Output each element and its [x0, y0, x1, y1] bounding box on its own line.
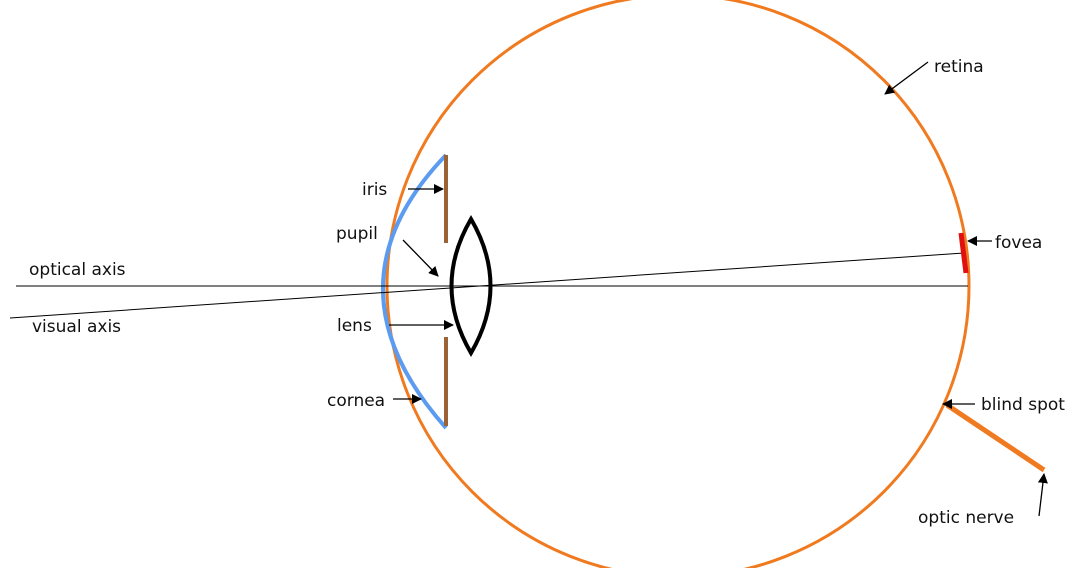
- fovea-label: fovea: [995, 233, 1042, 253]
- visual-axis-label: visual axis: [32, 317, 121, 337]
- optic-nerve: [945, 402, 1046, 473]
- pupil-pointer: [402, 239, 439, 277]
- optic-nerve-pointer: [1037, 473, 1048, 517]
- lens-label: lens: [337, 316, 372, 336]
- optical-axis-label: optical axis: [29, 260, 126, 280]
- iris-label: iris: [362, 180, 387, 200]
- lens: [449, 215, 493, 357]
- cornea-label: cornea: [327, 391, 385, 411]
- blind-spot-label: blind spot: [981, 395, 1065, 415]
- retina-label: retina: [934, 57, 984, 77]
- optic-nerve-label: optic nerve: [918, 508, 1014, 528]
- pupil-label: pupil: [336, 224, 378, 244]
- cornea: [381, 153, 448, 430]
- fovea-marker: [958, 232, 969, 274]
- visual-axis-line: [9, 252, 965, 319]
- retina-pointer: [884, 61, 929, 95]
- retina-outline: [385, 0, 971, 568]
